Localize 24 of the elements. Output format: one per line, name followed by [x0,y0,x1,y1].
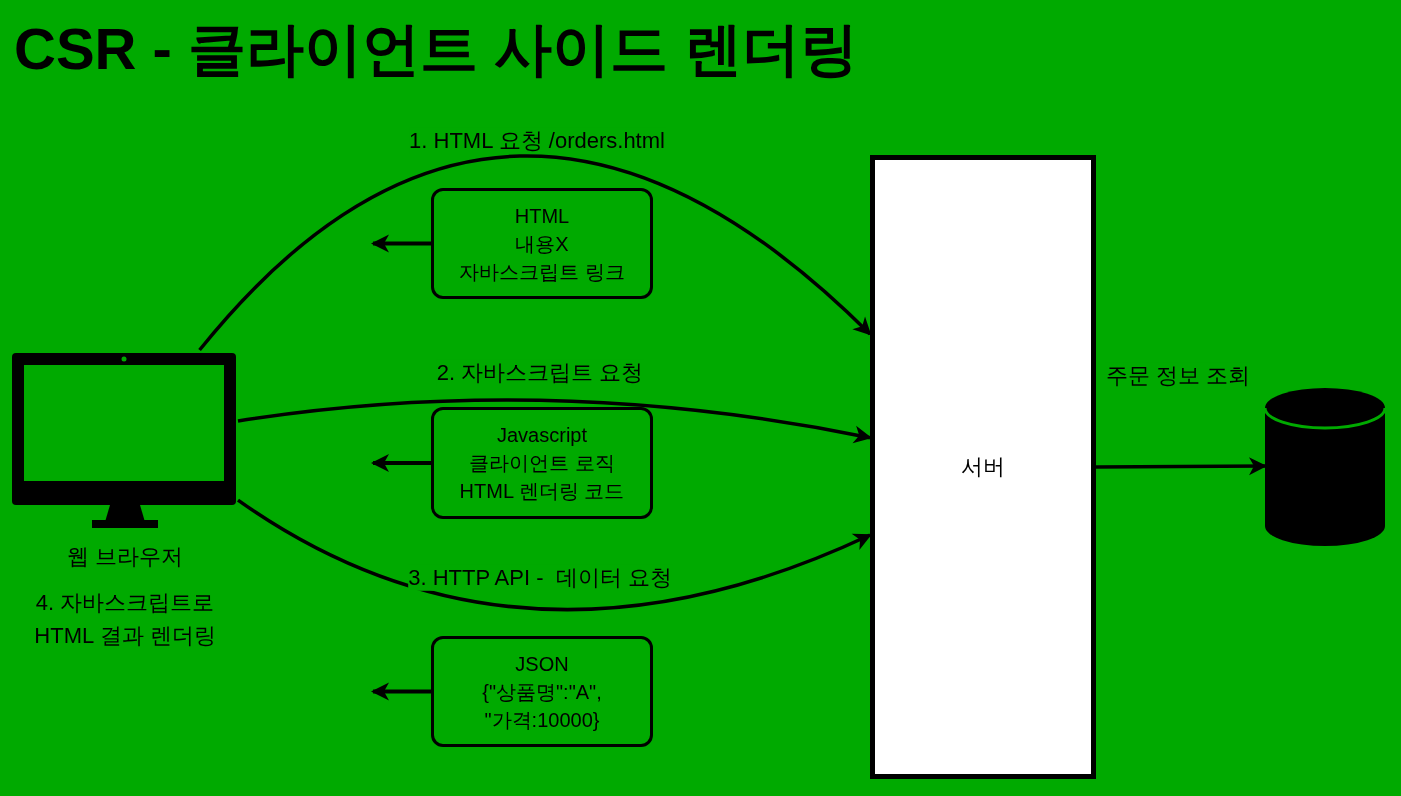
box-text: HTML 렌더링 코드 [459,479,625,504]
direction-arrow [371,454,431,472]
arrow [1096,457,1267,476]
device-label: 웹 브라우저 [65,543,185,571]
box-text: 내용X [515,231,569,257]
server-label: 서버 [961,453,1005,481]
server-box [870,155,1096,779]
response-box [431,636,653,747]
arrow [237,398,872,444]
box-text: 클라이언트 로직 [469,451,615,476]
direction-arrow [371,234,431,253]
diagram-title: CSR - 클라이언트 사이드 렌더링 [14,15,859,83]
response-box [431,188,653,299]
arrow [237,498,872,611]
box-heading: HTML [514,203,570,229]
box-heading: Javascript [497,423,587,448]
response-box [431,407,653,519]
box-heading: JSON [515,651,569,677]
box-text: "가격:10000} [484,707,600,733]
box-text: 자바스크립트 링크 [459,259,625,285]
box-text: {"상품명":"A", [482,679,602,705]
caption-text: 4. 자바스크립트로 HTML 결과 렌더링 [33,589,217,650]
direction-arrow [371,682,431,701]
arrow [198,154,872,352]
